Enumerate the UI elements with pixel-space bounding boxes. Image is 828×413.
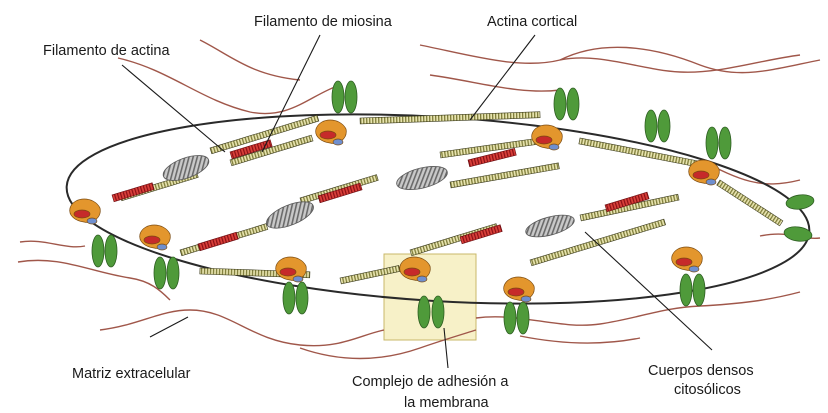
label-myosin-filament: Filamento de miosina [254,14,393,30]
leader-line-cortical-actin [470,35,535,120]
leader-line-ecm [150,317,188,337]
leader-line-actin [122,65,225,152]
label-adhesion-complex-line1: Complejo de adhesión a [352,374,509,390]
label-actin-filament: Filamento de actina [43,43,170,59]
label-adhesion-complex-line2: la membrana [404,395,490,411]
leader-line-myosin [262,35,320,152]
label-dense-bodies-line1: Cuerpos densos [648,363,754,379]
label-dense-bodies-line2: citosólicos [674,382,741,398]
cytosolic-dense-bodies [160,150,576,241]
label-cortical-actin: Actina cortical [487,14,577,30]
label-extracellular-matrix: Matriz extracelular [72,366,191,382]
